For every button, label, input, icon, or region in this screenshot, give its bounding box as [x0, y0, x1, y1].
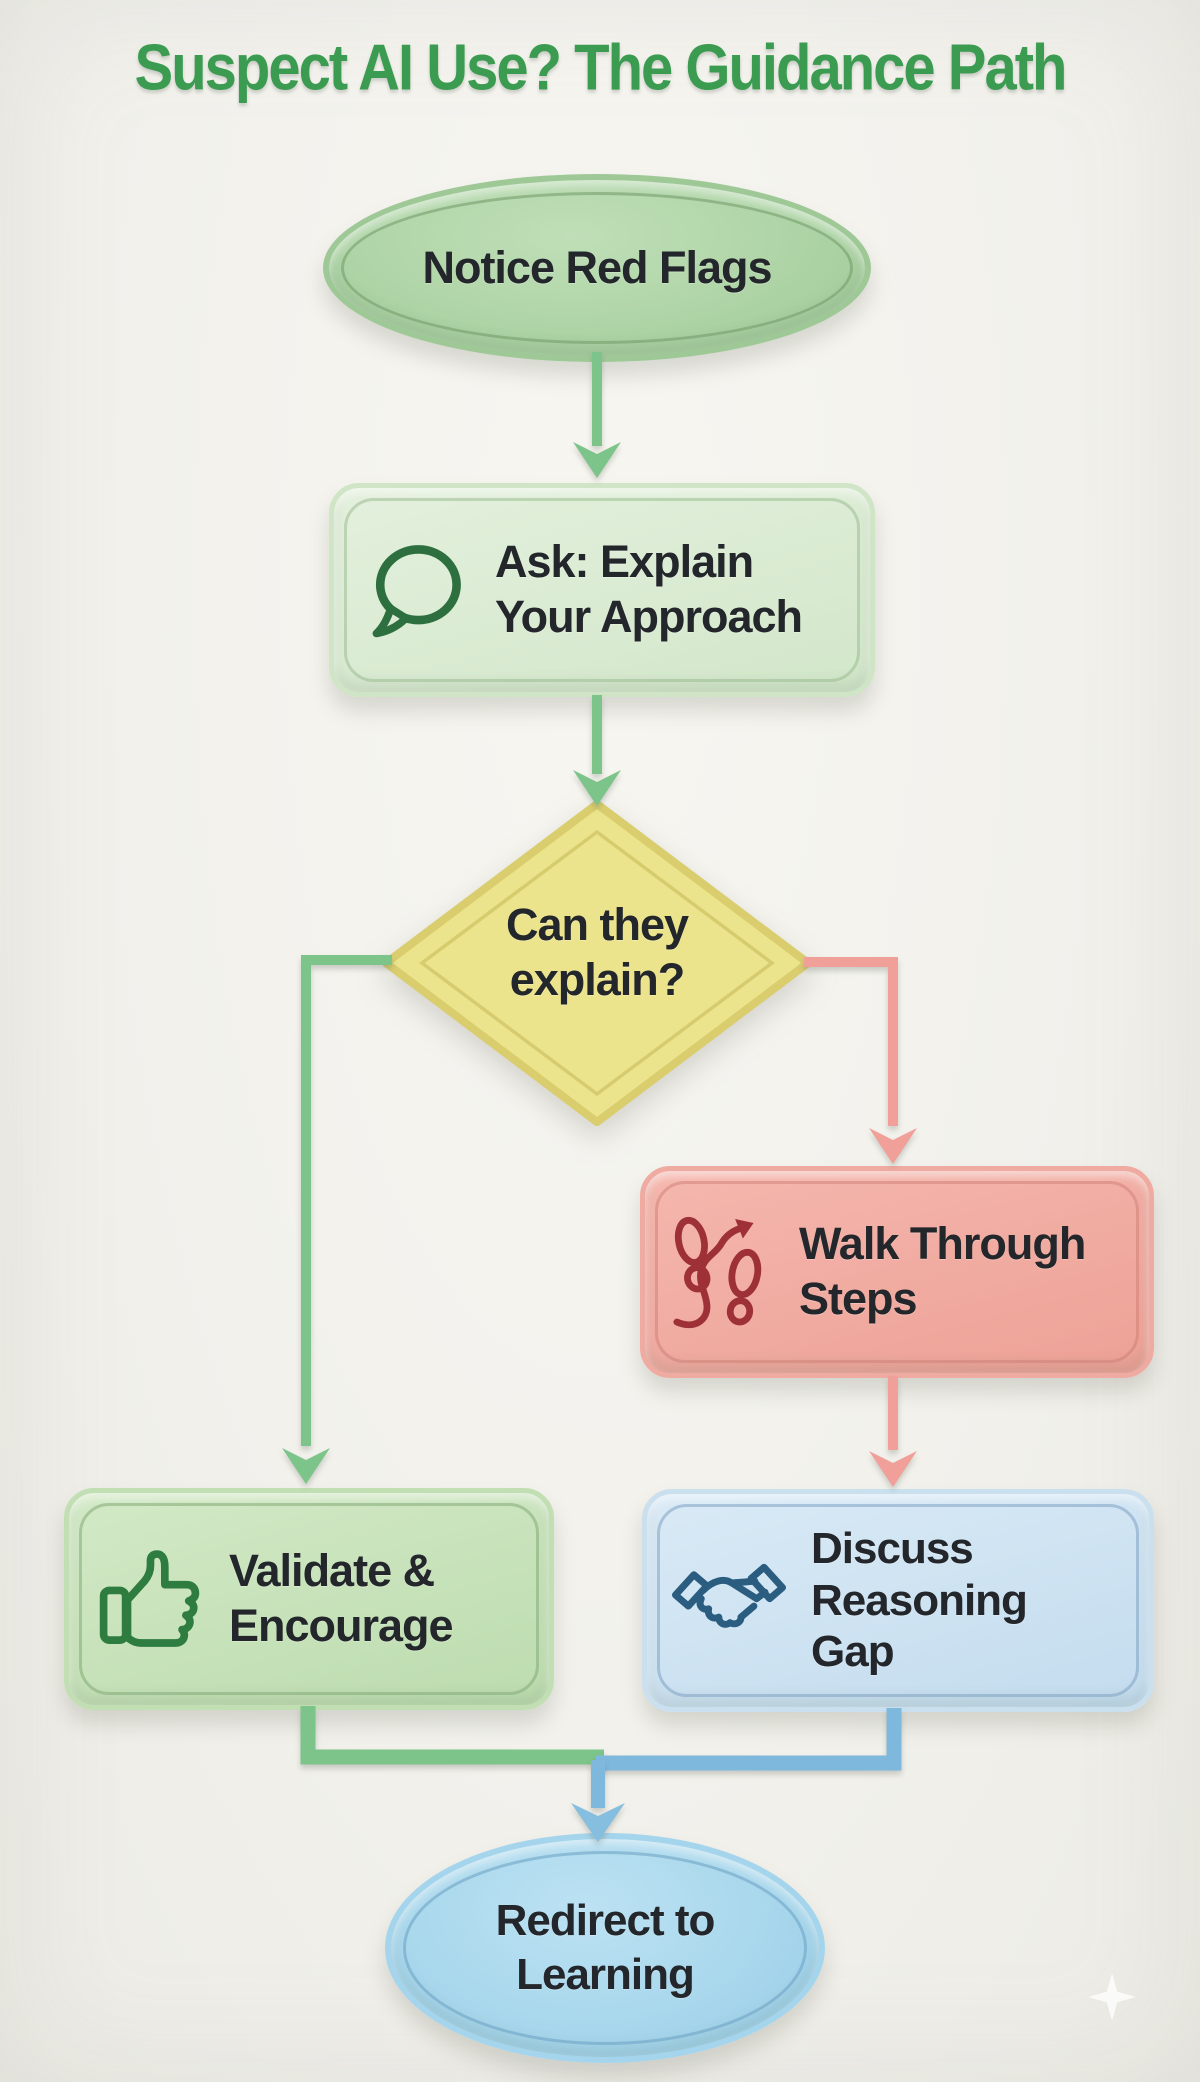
label-line: Encourage: [229, 1600, 454, 1651]
label-line: Redirect to: [495, 1896, 716, 1946]
node-walk-label: Walk Through Steps: [799, 1217, 1086, 1327]
node-validate: Validate & Encourage: [64, 1488, 554, 1710]
connector-decision-to-walk: [804, 957, 917, 1164]
label-line: Gap: [811, 1627, 895, 1677]
node-discuss-label: Discuss Reasoning Gap: [811, 1523, 1028, 1679]
label-line: explain?: [509, 953, 686, 1005]
node-start-label: Notice Red Flags: [422, 241, 772, 293]
handshake-icon: [672, 1563, 786, 1628]
footsteps-icon: [673, 1216, 762, 1329]
connector-validate-to-junction: [300, 1706, 604, 1765]
label-line: Can they: [505, 899, 689, 950]
label-line: Walk Through: [799, 1218, 1086, 1270]
node-discuss: Discuss Reasoning Gap: [642, 1489, 1154, 1712]
arrow-start-to-ask: [573, 352, 621, 478]
node-start: Notice Red Flags: [323, 174, 871, 362]
label-line: Your Approach: [495, 591, 803, 642]
speech-bubble-icon: [372, 544, 461, 637]
arrow-junction-to-redirect: [571, 1760, 625, 1842]
node-ask: Ask: Explain Your Approach: [329, 483, 875, 697]
sparkle-decoration: [1088, 1973, 1136, 2021]
connector-discuss-to-junction: [596, 1708, 902, 1771]
label-line: Validate &: [229, 1545, 435, 1597]
label-line: Learning: [516, 1950, 695, 1999]
node-ask-label: Ask: Explain Your Approach: [495, 535, 803, 645]
arrow-walk-to-discuss: [869, 1376, 917, 1487]
label-line: Steps: [799, 1273, 918, 1324]
node-redirect: Redirect to Learning: [385, 1833, 825, 2063]
label-line: Ask: Explain: [495, 536, 754, 588]
label-line: Discuss: [811, 1523, 974, 1573]
connector-decision-to-validate: [282, 955, 392, 1484]
arrow-ask-to-decision: [573, 695, 621, 806]
node-decision-label: Can they explain?: [437, 898, 757, 1008]
label-line: Reasoning: [811, 1575, 1028, 1625]
node-decision-shape: [382, 800, 812, 1126]
node-validate-label: Validate & Encourage: [229, 1544, 454, 1654]
node-redirect-label: Redirect to Learning: [495, 1894, 716, 2001]
page-title: Suspect AI Use? The Guidance Path: [134, 31, 1068, 104]
thumbs-up-icon: [99, 1550, 200, 1647]
node-decision: Can they explain?: [437, 898, 757, 1008]
node-walk: Walk Through Steps: [640, 1166, 1154, 1378]
